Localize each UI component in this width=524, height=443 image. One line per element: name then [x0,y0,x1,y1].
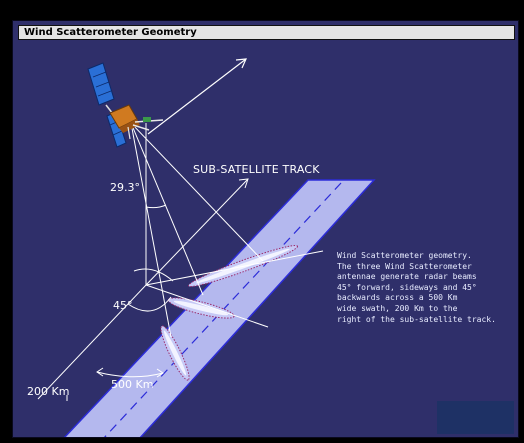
window-title-bar[interactable]: Wind Scatterometer Geometry [18,25,515,40]
angle-arc-upper [133,268,174,282]
sub-satellite-track-line [104,182,342,437]
side-angle-label: 45° [113,299,133,312]
beam-footprint-side [167,297,235,319]
corner-panel[interactable] [437,401,514,434]
nadir-angle-label: 29.3° [110,181,140,194]
flight-direction-arrow [147,58,247,135]
satellite-icon [87,62,164,148]
caption-text: Wind Scatterometer geometry. The three W… [337,251,496,324]
nadir-angle-arc [145,204,167,209]
scatterometer-diagram: 29.3° SUB-SATELLITE TRACK 45° 200 Km 500… [27,58,376,437]
window-title: Wind Scatterometer Geometry [24,27,197,38]
radar-beams [130,122,264,338]
swath-width-dimension [96,371,164,378]
beam-footprint-backward [160,325,190,381]
app-window: Wind Scatterometer Geometry [12,20,519,438]
angle-arc-45 [127,296,172,312]
sub-satellite-track-label: SUB-SATELLITE TRACK [193,163,320,176]
swath-width-label: 500 Km [111,378,153,391]
ground-geometry-lines [37,178,324,400]
offset-distance-label: 200 Km [27,385,69,398]
